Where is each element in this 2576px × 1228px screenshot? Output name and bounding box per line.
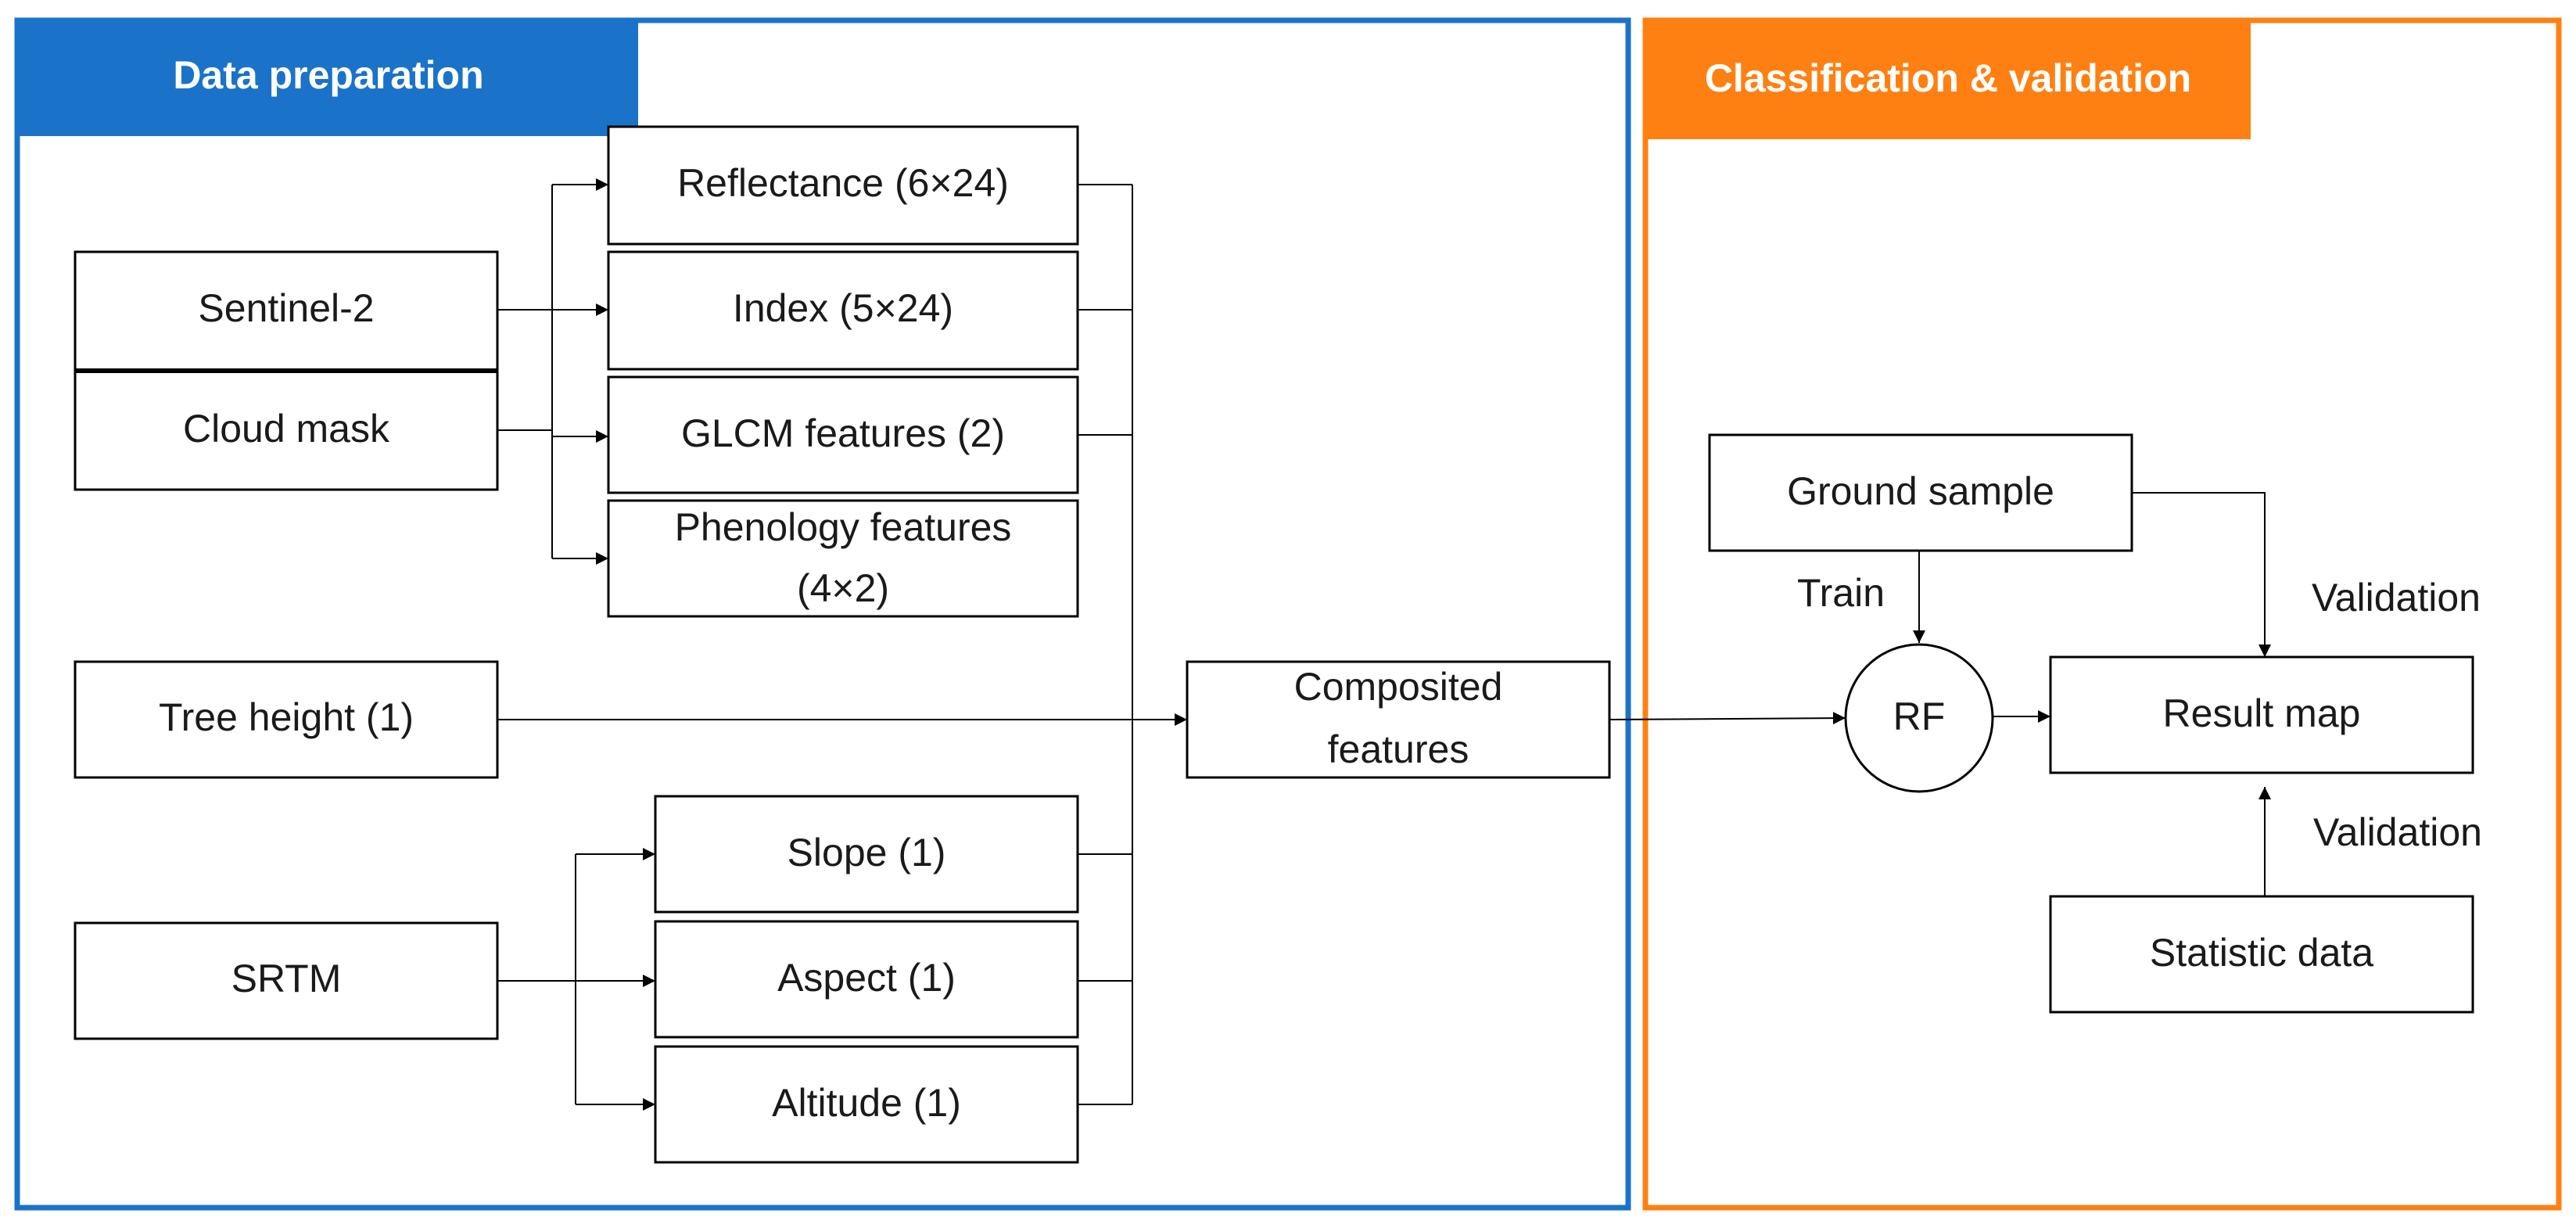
index-node: Index (5×24) — [607, 250, 1079, 371]
reflectance-label: Reflectance (6×24) — [677, 161, 1009, 205]
cloud-mask-label: Cloud mask — [183, 407, 390, 451]
altitude-node: Altitude (1) — [654, 1045, 1079, 1164]
rf-node: RF — [1844, 643, 1994, 793]
statistic-data-label: Statistic data — [2150, 931, 2373, 975]
feature-bus — [497, 184, 1187, 1105]
reflectance-node: Reflectance (6×24) — [607, 125, 1079, 246]
glcm-features-label: GLCM features (2) — [681, 411, 1005, 455]
aspect-label: Aspect (1) — [777, 956, 956, 1000]
glcm-features-node: GLCM features (2) — [607, 375, 1079, 494]
data-preparation-header — [17, 20, 638, 136]
slope-node: Slope (1) — [654, 795, 1079, 914]
validation-edge-label-top: Validation — [2312, 576, 2481, 619]
cloud-mask-node: Cloud mask — [74, 368, 499, 491]
phenology-features-node: Phenology features (4×2) — [607, 499, 1079, 618]
classification-header — [1645, 20, 2251, 139]
tree-height-label: Tree height (1) — [159, 695, 414, 739]
data-preparation-panel — [14, 17, 1631, 1211]
srtm-label: SRTM — [231, 957, 342, 1000]
phenology-features-label-line2: (4×2) — [797, 566, 889, 610]
sentinel-2-label: Sentinel-2 — [198, 286, 374, 330]
composited-features-label-line2: features — [1328, 727, 1469, 771]
train-edge-label: Train — [1797, 571, 1885, 615]
sentinel-2-node: Sentinel-2 — [74, 250, 499, 372]
classification-title: Classification & validation — [1705, 56, 2191, 100]
aspect-node: Aspect (1) — [654, 920, 1079, 1039]
index-label: Index (5×24) — [733, 286, 953, 330]
tree-height-node: Tree height (1) — [74, 660, 499, 779]
rf-label: RF — [1893, 695, 1946, 738]
srtm-connectors — [497, 848, 655, 1111]
classification-connectors — [1609, 492, 2271, 896]
ground-sample-label: Ground sample — [1787, 469, 2054, 513]
phenology-features-label-line1: Phenology features — [675, 505, 1012, 549]
srtm-node: SRTM — [74, 921, 499, 1040]
result-map-node: Result map — [2049, 655, 2474, 774]
fanout-connectors — [497, 178, 608, 565]
ground-sample-node: Ground sample — [1708, 433, 2133, 552]
validation-edge-label-bottom: Validation — [2313, 810, 2482, 854]
composited-features-node: Composited features — [1186, 660, 1611, 779]
altitude-label: Altitude (1) — [772, 1081, 961, 1125]
result-map-label: Result map — [2163, 691, 2361, 735]
slope-label: Slope (1) — [788, 831, 946, 874]
composited-features-label-line1: Composited — [1294, 665, 1503, 709]
data-preparation-title: Data preparation — [173, 53, 483, 97]
statistic-data-node: Statistic data — [2049, 895, 2474, 1014]
